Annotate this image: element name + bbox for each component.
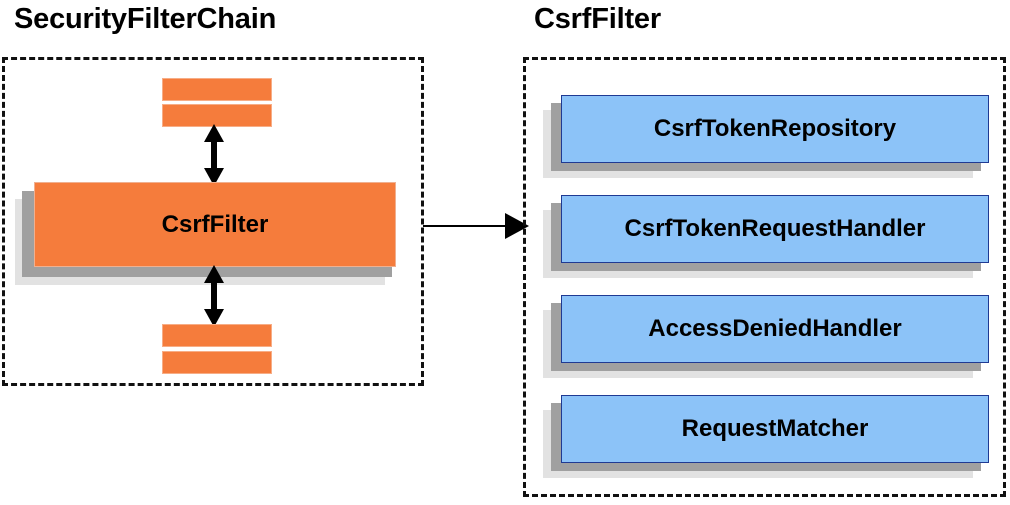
- component-box-label[interactable]: CsrfTokenRepository: [561, 95, 989, 163]
- csrffilter-box[interactable]: CsrfFilter: [15, 182, 415, 287]
- filter-bar-top-2: [162, 104, 272, 127]
- component-box-requestmatcher[interactable]: RequestMatcher: [543, 395, 1003, 479]
- csrffilter-box-label[interactable]: CsrfFilter: [34, 182, 396, 267]
- double-arrow-top-icon: [204, 124, 224, 186]
- csrffilter-collaborators-panel: [523, 57, 1006, 497]
- page-title-csrffilter: CsrfFilter: [534, 3, 661, 35]
- csrffilter-to-collaborators-arrow-icon: [423, 213, 529, 239]
- double-arrow-bottom-icon: [204, 265, 224, 327]
- component-box-label[interactable]: CsrfTokenRequestHandler: [561, 195, 989, 263]
- component-box-csrftokenrequesthandler[interactable]: CsrfTokenRequestHandler: [543, 195, 1003, 279]
- component-box-csrftokenrepository[interactable]: CsrfTokenRepository: [543, 95, 1003, 179]
- filter-bar-bottom-1: [162, 324, 272, 347]
- component-box-label[interactable]: RequestMatcher: [561, 395, 989, 463]
- filter-bar-bottom-2: [162, 351, 272, 374]
- component-box-label[interactable]: AccessDeniedHandler: [561, 295, 989, 363]
- filter-bar-top-1: [162, 78, 272, 101]
- securityfilterchain-panel: [2, 57, 424, 386]
- component-box-accessdeniedhandler[interactable]: AccessDeniedHandler: [543, 295, 1003, 379]
- page-title-securityfilterchain: SecurityFilterChain: [14, 3, 277, 35]
